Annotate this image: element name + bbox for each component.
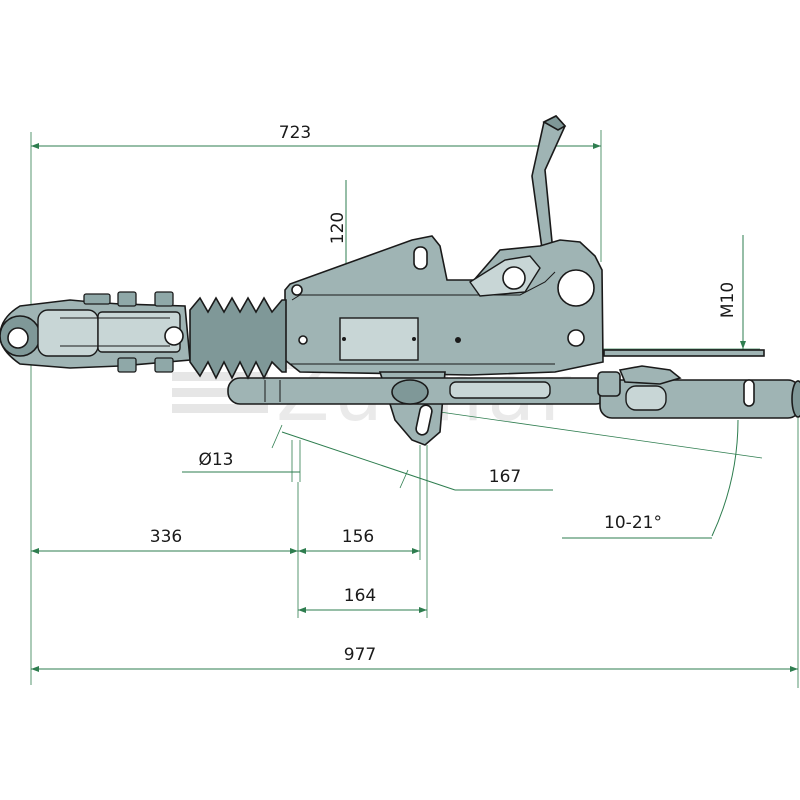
coupling-housing [284,235,604,376]
eye-bore [7,327,29,349]
type-plate [339,317,419,361]
mount-hole [567,329,585,347]
towing-eye [0,291,191,373]
rear-shaft [597,349,800,419]
dim-tilt-angle: 10-21° [604,513,662,533]
dimension-labels: 723 120 M10 Ø13 167 10-21° 336 156 164 9… [150,123,738,665]
dim-bolt-spacing-a: 156 [342,527,374,547]
hand-lever [531,115,567,258]
slot-hole [413,246,428,270]
dim-bore-diameter: Ø13 [198,450,233,470]
dim-lever-length: 167 [489,467,521,487]
head-bolt [83,293,111,305]
pivot-hole-large [557,269,595,307]
dim-height: 120 [328,212,348,244]
head-bolt [117,291,137,307]
dim-front-offset: 336 [150,527,182,547]
dim-bolt-spacing-b: 164 [344,586,376,606]
bellows [189,296,287,380]
drawbar-assembly [0,115,800,446]
head-bolt [154,291,174,307]
dim-thread: M10 [718,282,738,318]
pivot-hole-small [502,266,526,290]
dim-overall-length: 977 [344,645,376,665]
damper-tube [227,377,609,405]
dim-body-length: 723 [279,123,311,143]
